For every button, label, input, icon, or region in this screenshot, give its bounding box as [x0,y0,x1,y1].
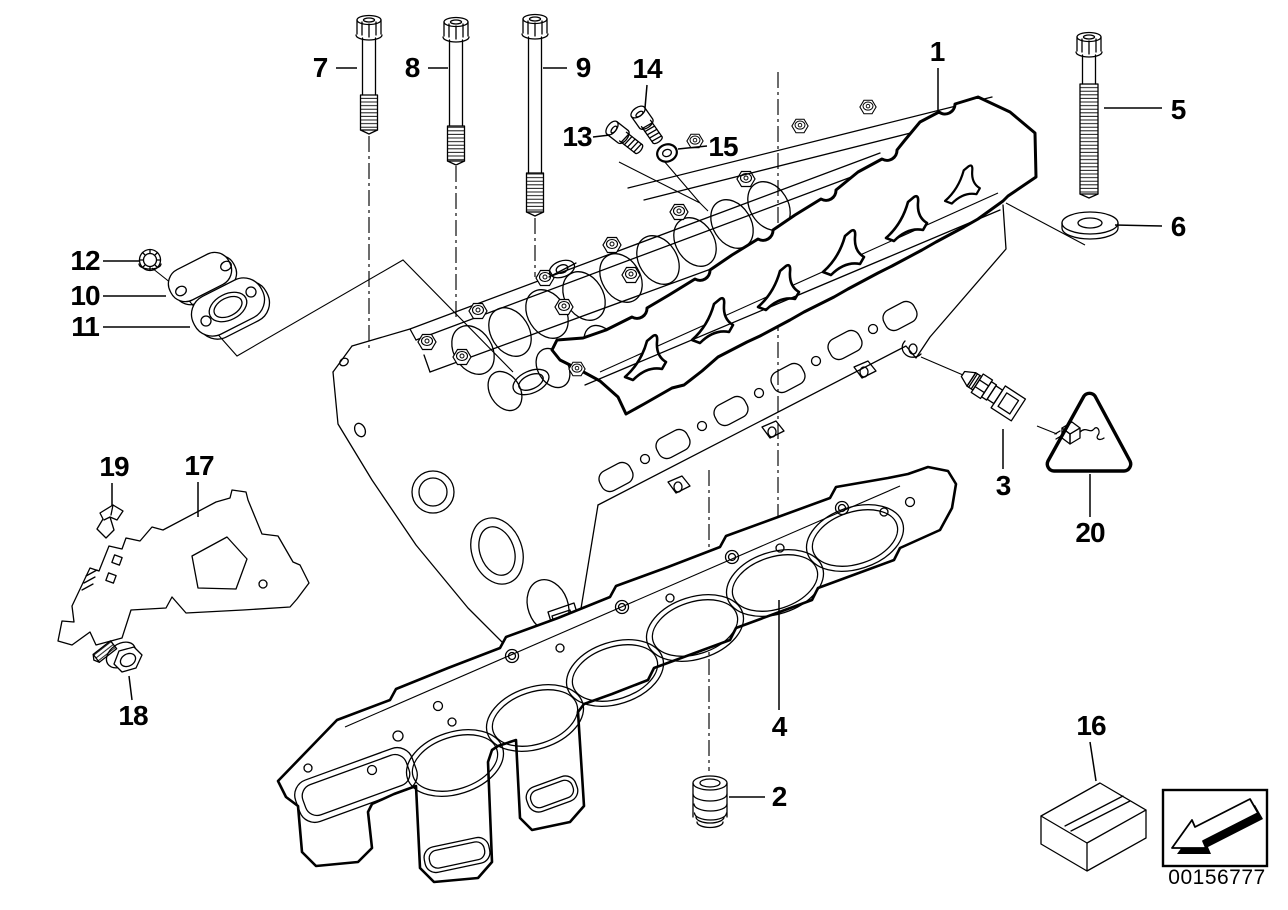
bolt-13-drawing [605,120,644,155]
head-gasket-drawing [276,465,958,884]
gasket-set-box-16-drawing [1040,782,1147,872]
temperature-sensor-3-drawing [960,370,1027,422]
leader-line-6 [1114,224,1163,227]
warning-triangle-20 [1045,391,1133,473]
callout-leader-lines [103,67,1163,798]
document-number: 00156777 [1168,866,1266,889]
cylinder-head-exhaust-side [568,204,1007,506]
leader-line-16 [1089,741,1097,782]
leader-line-13 [592,134,611,138]
callout-20[interactable]: 20 [1075,517,1105,548]
callout-8[interactable]: 8 [404,52,421,83]
callout-7[interactable]: 7 [312,52,329,83]
bracket-17-drawing [57,489,310,646]
head-bolt-5-drawing [1075,31,1103,199]
nav-arrow-box [1161,788,1269,868]
callout-13[interactable]: 13 [562,121,592,152]
clip-19-drawing [96,504,124,539]
leader-line-18 [128,675,133,701]
callout-3[interactable]: 3 [995,470,1012,501]
callout-16[interactable]: 16 [1076,710,1106,741]
callout-1[interactable]: 1 [929,36,946,67]
port-gasket-11-drawing [190,277,271,340]
callout-6[interactable]: 6 [1170,211,1187,242]
sensor-pictogram-icon [1054,421,1105,445]
callout-9[interactable]: 9 [575,52,592,83]
callout-14[interactable]: 14 [632,53,662,84]
plug-drawing [692,775,728,829]
nut-12-drawing [138,248,162,272]
seal-ring-15-drawing [656,143,678,163]
callout-11[interactable]: 11 [71,311,100,342]
callout-19[interactable]: 19 [99,451,129,482]
back-arrow-icon [1171,798,1263,854]
bolt-18-drawing [92,640,143,673]
head-bolt-9-drawing [521,13,549,217]
callout-4[interactable]: 4 [771,711,788,742]
head-bolt-7-drawing [355,14,383,135]
cylinder-head-top-bold [550,95,1038,416]
warning-triangle-outline [1045,391,1133,473]
head-bolt-8-drawing [442,16,470,166]
callout-17[interactable]: 17 [184,450,214,481]
blanking-plate-10-drawing [167,251,238,306]
callout-15[interactable]: 15 [708,131,738,162]
callout-2[interactable]: 2 [771,781,788,812]
callout-18[interactable]: 18 [118,700,148,731]
washer-6-drawing [1061,211,1119,240]
callout-10[interactable]: 10 [70,280,100,311]
leader-line-14 [644,84,648,109]
callout-5[interactable]: 5 [1170,94,1187,125]
callout-12[interactable]: 12 [70,245,100,276]
leader-line-15 [677,145,708,150]
